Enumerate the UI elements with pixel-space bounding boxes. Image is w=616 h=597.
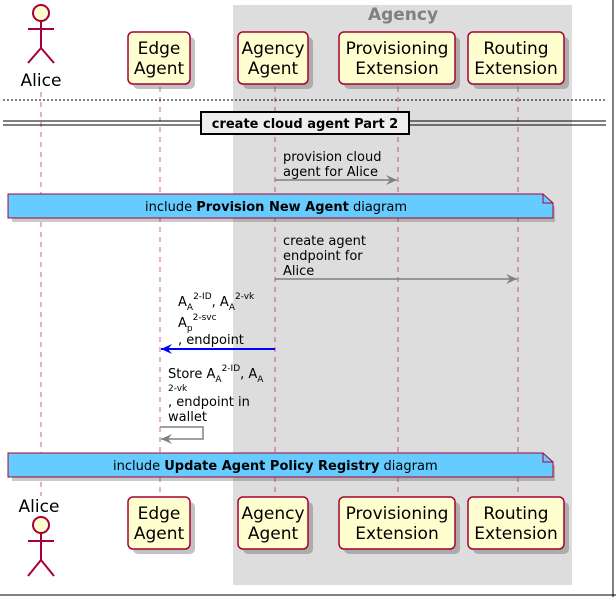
svg-text:Store AA2-ID, AA: Store AA2-ID, AA — [168, 364, 264, 385]
participant-agency-bottom: Agency Agent — [237, 496, 313, 554]
participant-edge-bottom: Edge Agent — [127, 496, 195, 554]
participant-edge-bottom-line2: Agent — [134, 524, 185, 544]
message-2-line3: Alice — [283, 264, 314, 279]
participant-prov-bottom: Provisioning Extension — [338, 496, 460, 554]
message-2-line2: endpoint for — [283, 249, 363, 264]
participant-alice-top-label: Alice — [21, 71, 62, 91]
lifelines — [40, 87, 519, 496]
participant-routing-bottom: Routing Extension — [467, 496, 569, 554]
participant-agency-top-line2: Agent — [248, 59, 299, 79]
message-provision-cloud-agent: provision cloud agent for Alice — [275, 150, 397, 185]
agency-group-title: Agency — [368, 5, 438, 25]
section-divider: create cloud agent Part 2 — [3, 111, 606, 135]
participant-alice-bottom-label: Alice — [19, 497, 60, 517]
actor-head-icon — [32, 4, 50, 22]
participant-agency-bottom-line1: Agency — [241, 504, 304, 524]
note-1-suffix: diagram — [349, 200, 407, 215]
section-label: create cloud agent Part 2 — [212, 117, 398, 132]
message-3-tail: , endpoint — [178, 333, 244, 348]
participant-prov-top: Provisioning Extension — [338, 31, 460, 89]
actor-head-icon — [32, 516, 50, 534]
participant-agency-bottom-line2: Agent — [248, 524, 299, 544]
participant-prov-top-line1: Provisioning — [346, 39, 449, 59]
svg-text:Ap2-svc: Ap2-svc — [178, 313, 217, 334]
note-provision-new-agent: include Provision New Agent diagram — [7, 193, 555, 222]
note-2-suffix: diagram — [379, 459, 437, 474]
note-2-bold: Update Agent Policy Registry — [164, 459, 380, 474]
participant-routing-top: Routing Extension — [467, 31, 569, 89]
participant-edge-bottom-line1: Edge — [138, 504, 181, 524]
note-2-prefix: include — [113, 459, 164, 474]
actor-alice-top — [27, 4, 55, 64]
svg-text:AA2-ID, AA2-vk: AA2-ID, AA2-vk — [178, 292, 255, 313]
note-update-agent-policy: include Update Agent Policy Registry dia… — [7, 452, 555, 481]
participant-agency-top-line1: Agency — [241, 39, 304, 59]
message-1-line2: agent for Alice — [283, 165, 378, 180]
participant-routing-top-line2: Extension — [474, 59, 557, 79]
note-1-bold: Provision New Agent — [196, 200, 349, 215]
agency-group-box — [233, 5, 572, 585]
message-1-line1: provision cloud — [283, 150, 381, 165]
participant-agency-top: Agency Agent — [237, 31, 313, 89]
message-return-keys-endpoint: AA2-ID, AA2-vk Ap2-svc , endpoint — [161, 292, 275, 354]
svg-text:include Update Agent Policy Re: include Update Agent Policy Registry dia… — [113, 459, 438, 474]
participant-prov-top-line2: Extension — [355, 59, 438, 79]
message-create-agent-endpoint: create agent endpoint for Alice — [275, 234, 517, 284]
message-4-tail1: , endpoint in — [168, 395, 250, 410]
participant-edge-top: Edge Agent — [127, 31, 195, 89]
participant-edge-top-line1: Edge — [138, 39, 181, 59]
message-2-line1: create agent — [283, 234, 366, 249]
message-4-sub2vk: 2-vk — [168, 384, 188, 394]
participant-routing-bottom-line2: Extension — [474, 524, 557, 544]
participant-routing-bottom-line1: Routing — [483, 504, 548, 524]
note-1-prefix: include — [145, 200, 196, 215]
message-store-in-wallet: Store AA2-ID, AA 2-vk , endpoint in wall… — [160, 364, 264, 444]
actor-alice-bottom — [27, 516, 55, 577]
participant-prov-bottom-line1: Provisioning — [346, 504, 449, 524]
participant-edge-top-line2: Agent — [134, 59, 185, 79]
participant-routing-top-line1: Routing — [483, 39, 548, 59]
svg-text:include Provision New Agent di: include Provision New Agent diagram — [145, 200, 407, 215]
participant-prov-bottom-line2: Extension — [355, 524, 438, 544]
message-4-tail2: wallet — [168, 410, 207, 425]
